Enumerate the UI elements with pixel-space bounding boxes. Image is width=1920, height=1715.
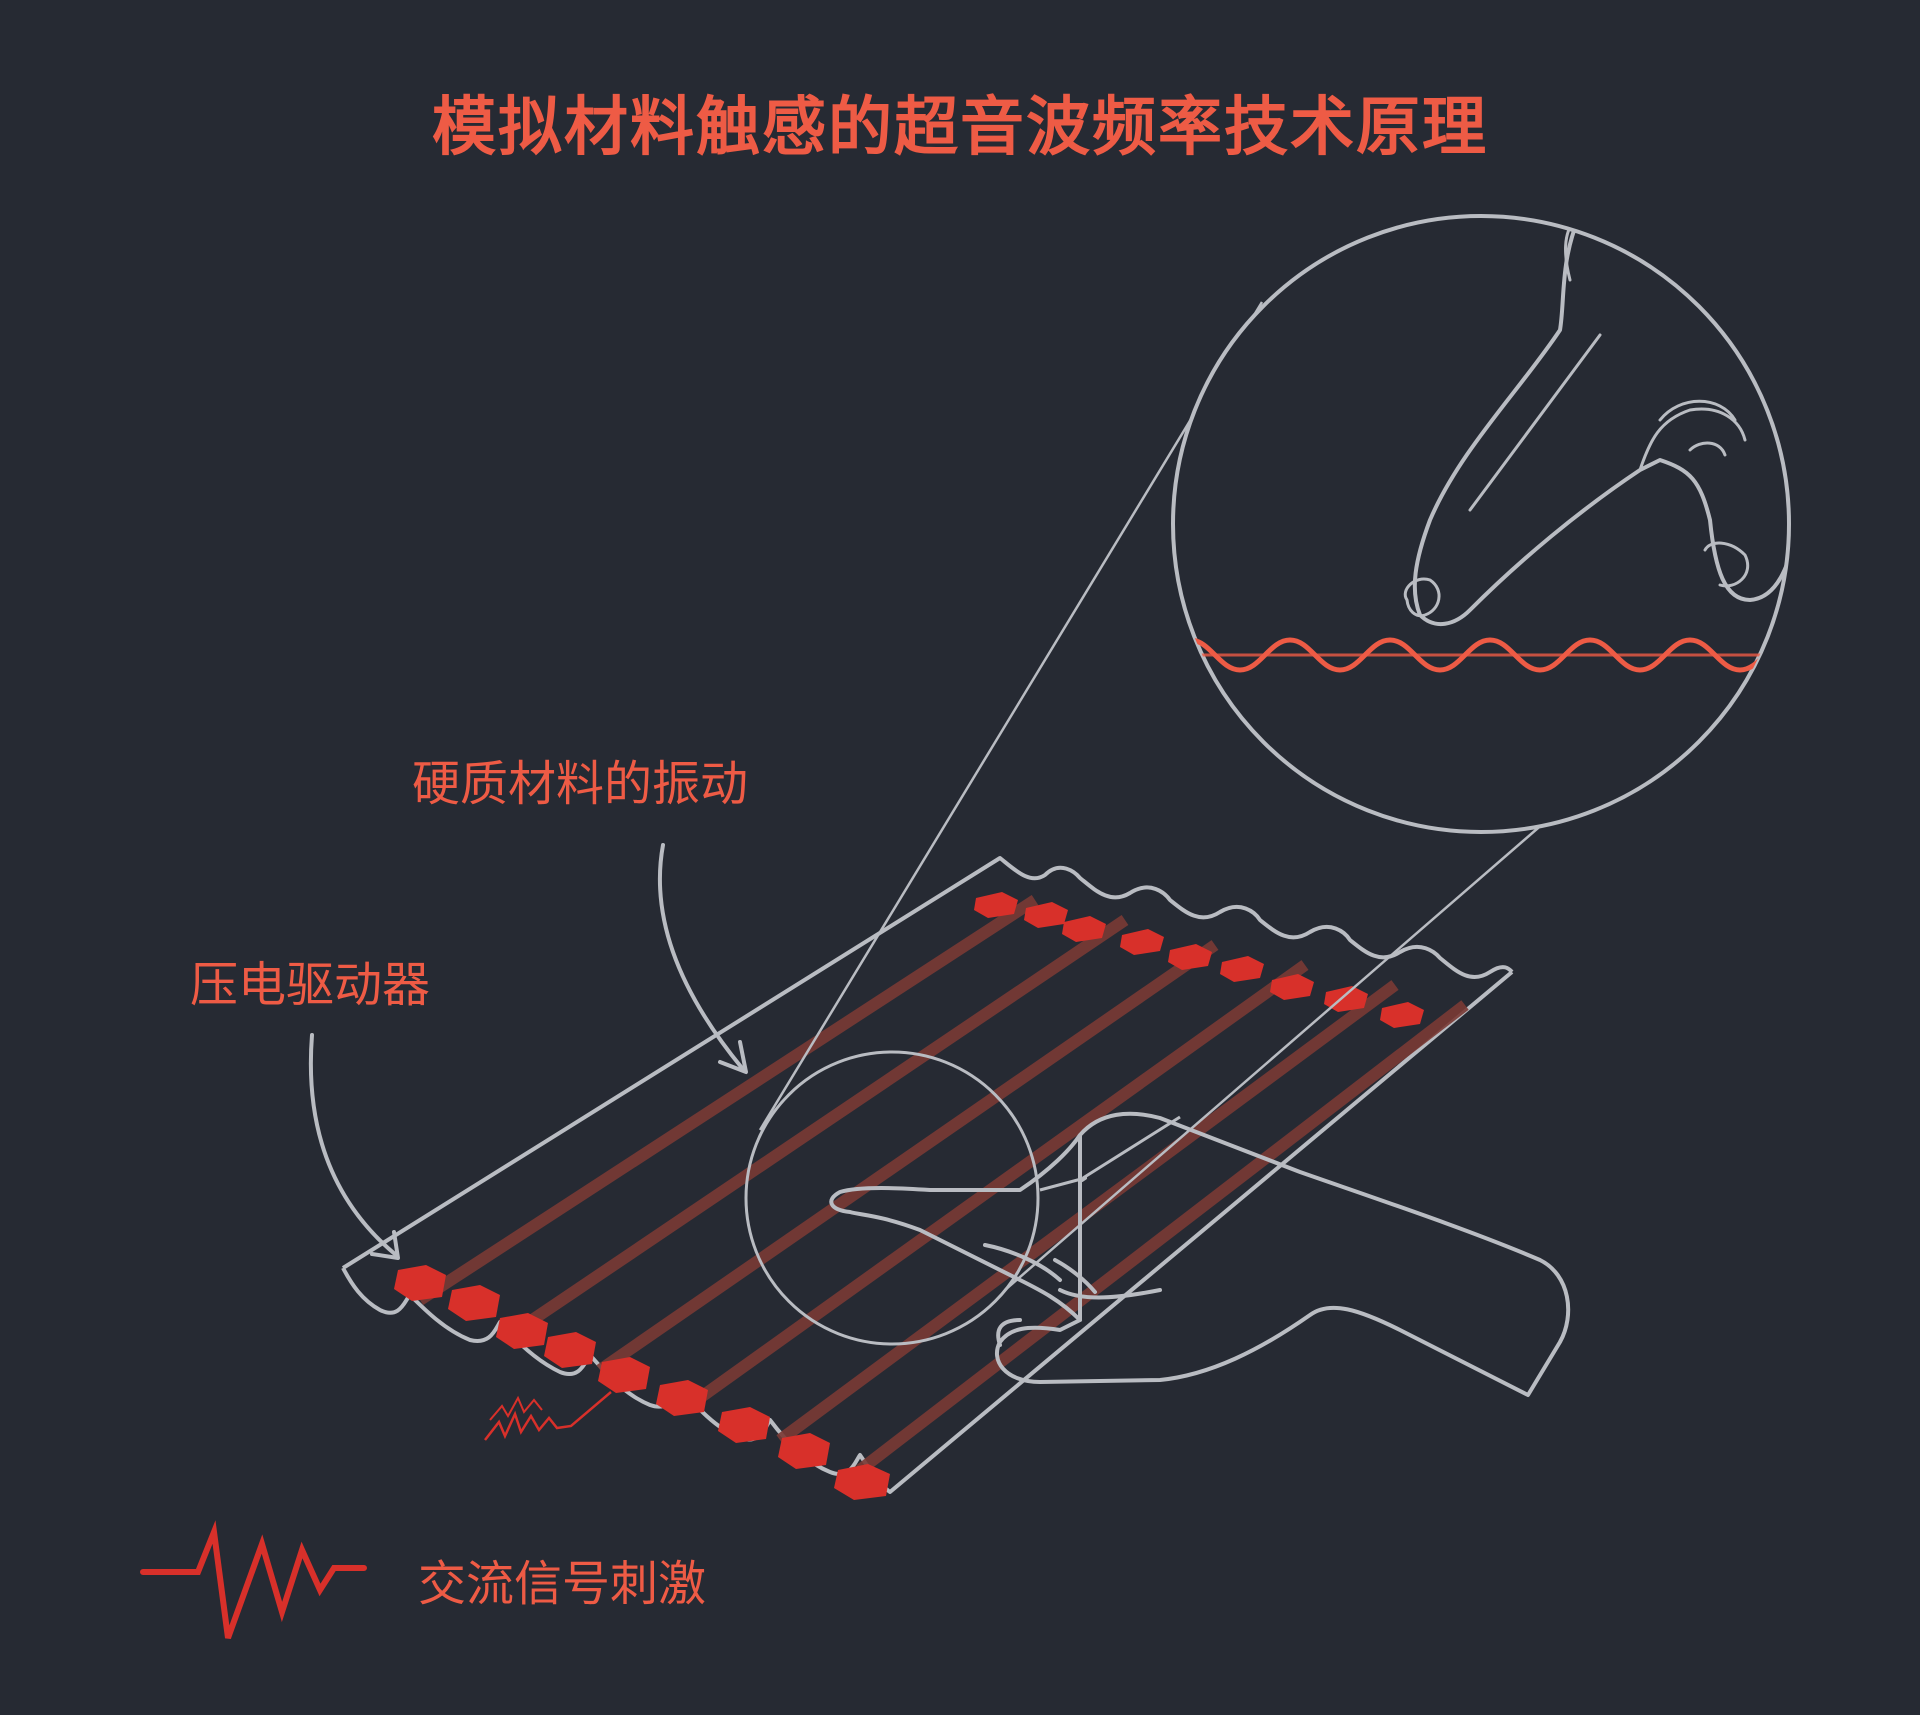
connector-line-left	[760, 302, 1262, 1130]
actuator	[1220, 956, 1264, 982]
edge-signal-icon	[485, 1392, 611, 1440]
actuator	[1120, 929, 1164, 955]
actuator	[1062, 916, 1106, 942]
actuator	[394, 1265, 446, 1301]
hand-illustration	[831, 1114, 1568, 1395]
ac-signal-icon	[143, 1532, 364, 1638]
sheet-outline	[343, 858, 1512, 1268]
page-title: 模拟材料触感的超音波频率技术原理	[0, 76, 1920, 168]
actuator	[1380, 1002, 1424, 1028]
actuator	[544, 1332, 596, 1368]
actuator	[834, 1464, 890, 1500]
actuator	[448, 1285, 500, 1321]
strip-6	[860, 1005, 1465, 1470]
magnifier-circle-large	[1173, 216, 1789, 832]
actuators-back	[974, 892, 1424, 1028]
actuator	[656, 1380, 708, 1416]
vibration-arrow	[660, 845, 742, 1068]
vibration-label: 硬质材料的振动	[412, 744, 748, 814]
actuator	[598, 1357, 650, 1393]
signal-label: 交流信号刺激	[418, 1544, 706, 1614]
actuator-label: 压电驱动器	[190, 945, 430, 1015]
actuator	[778, 1433, 830, 1469]
corrugated-sheet	[343, 858, 1512, 1500]
strip-3	[600, 945, 1215, 1370]
actuators-front	[394, 1265, 890, 1500]
actuator-arrow	[311, 1035, 396, 1255]
actuator	[718, 1407, 770, 1443]
magnifier-circle-small	[746, 1052, 1038, 1344]
actuator	[974, 892, 1018, 918]
strip-2	[510, 920, 1125, 1335]
magnifier-large	[1173, 215, 1818, 832]
actuator	[1270, 974, 1314, 1000]
